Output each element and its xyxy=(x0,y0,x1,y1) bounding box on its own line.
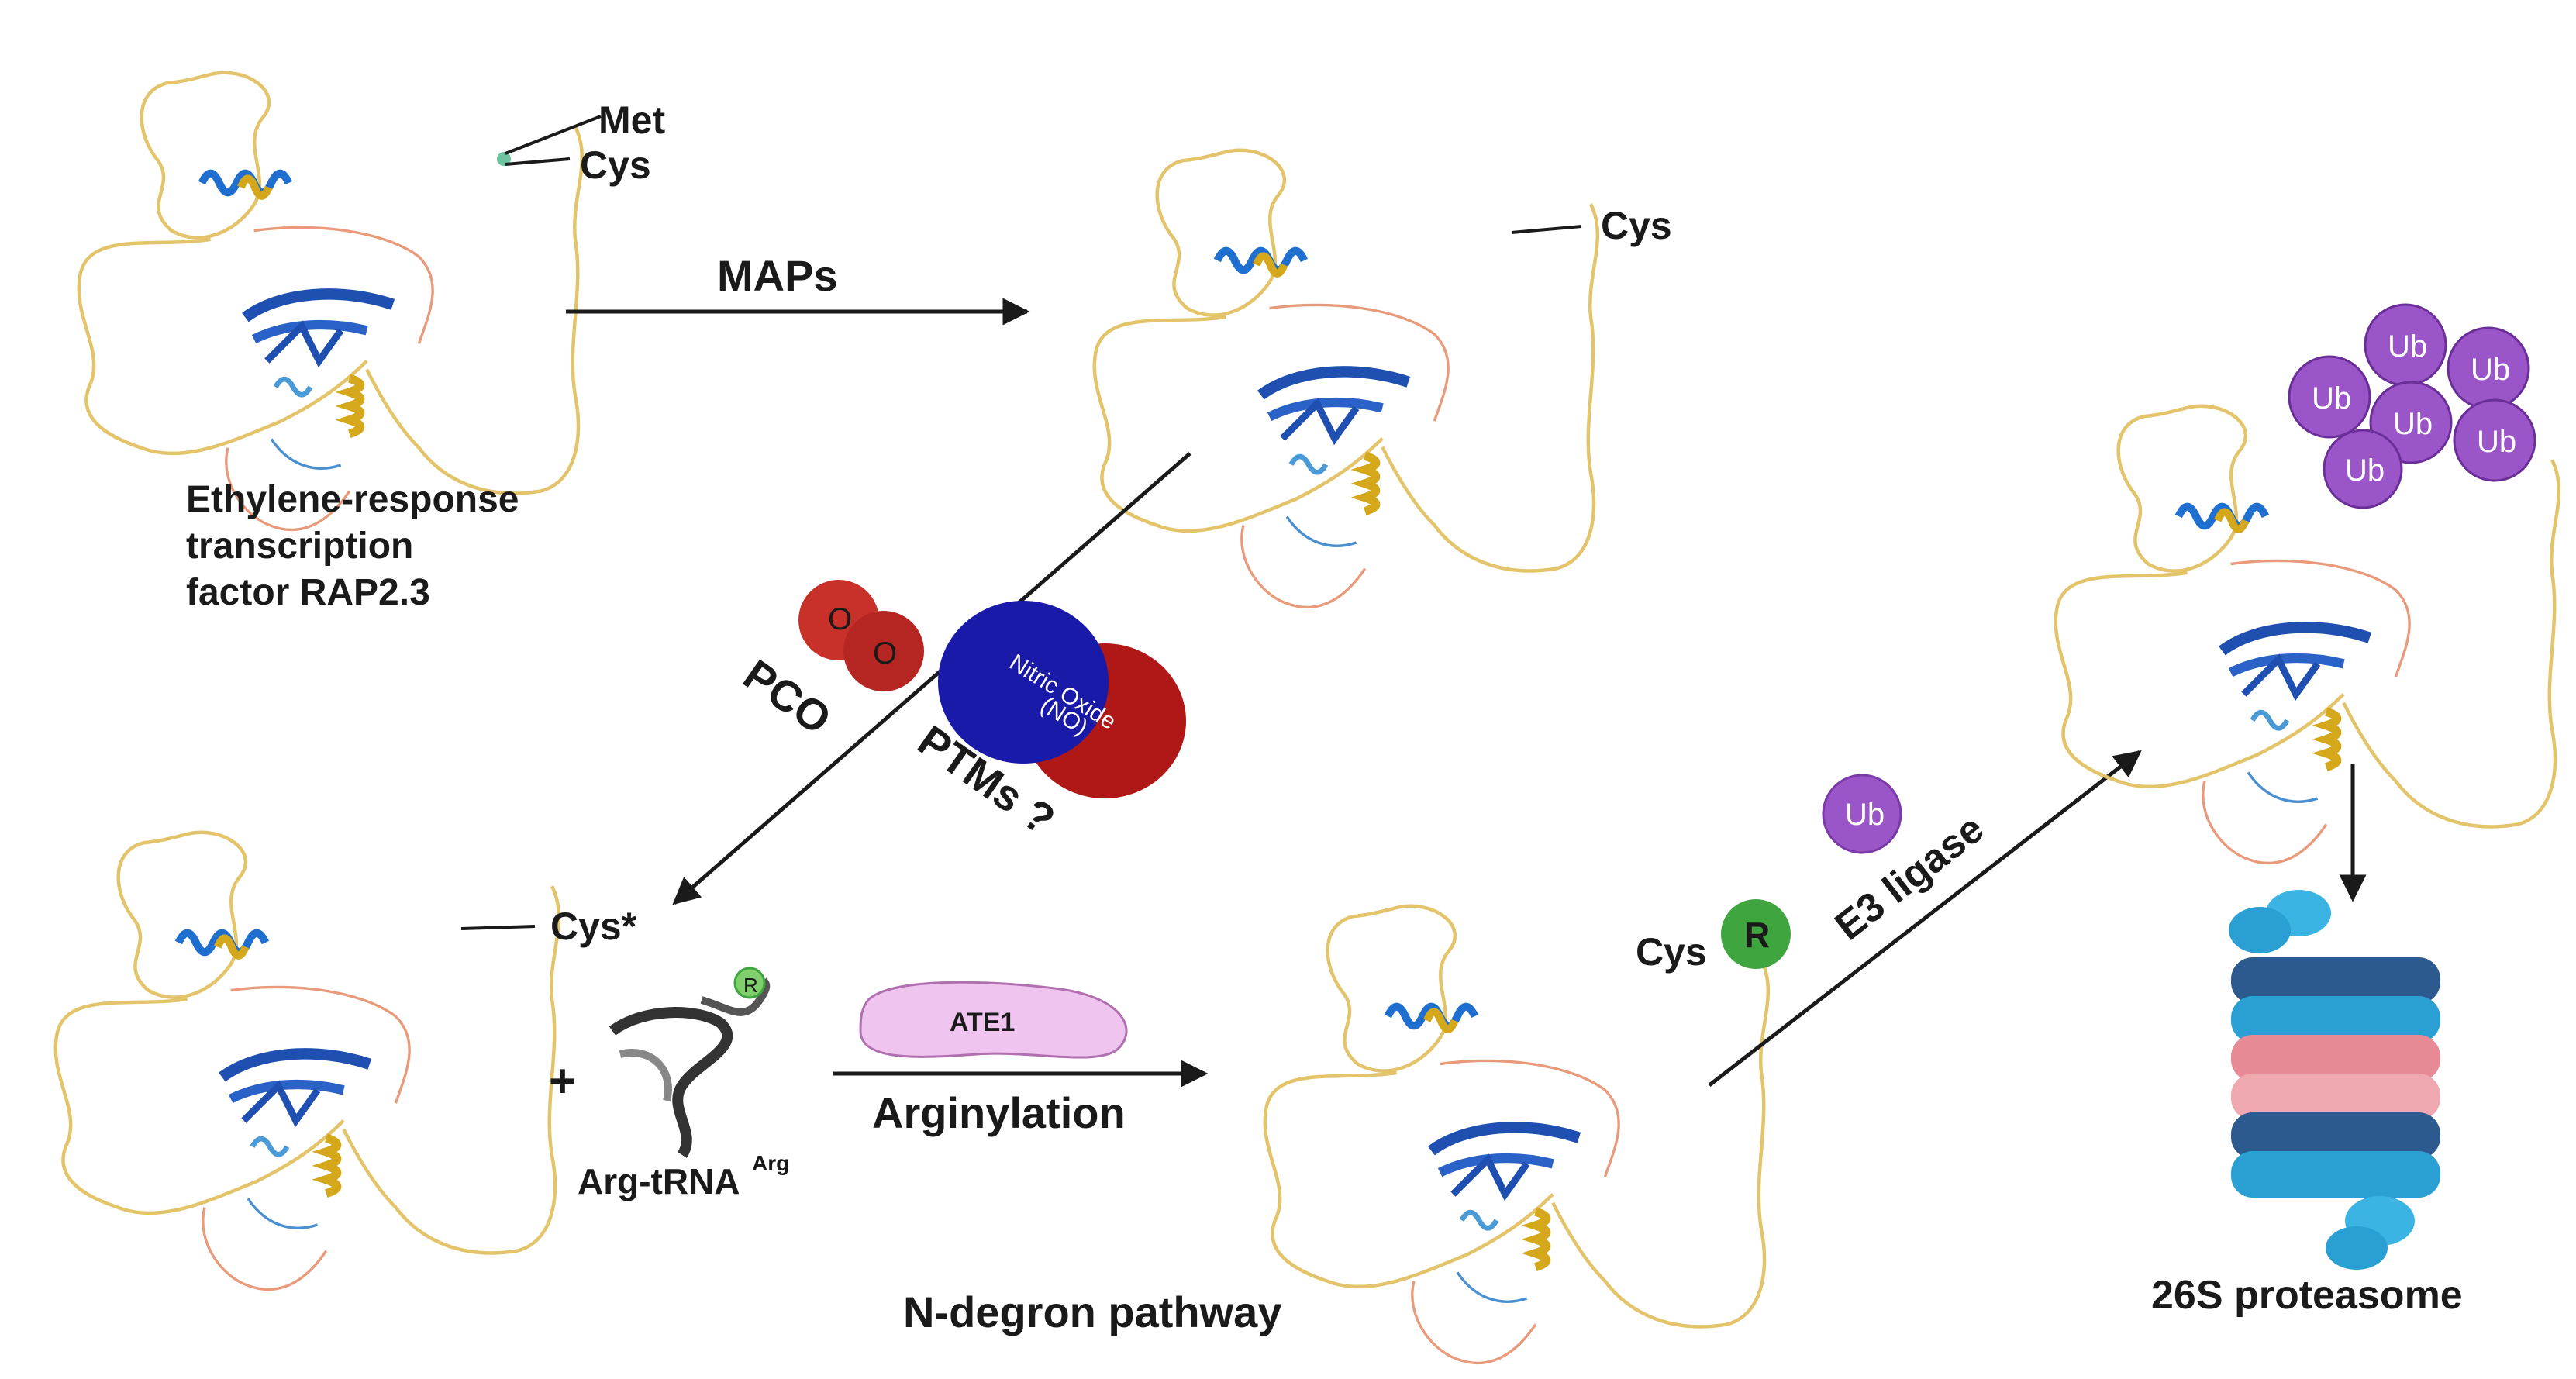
arginine-badge: R xyxy=(1721,899,1791,969)
ub-chain-3: Ub xyxy=(2288,355,2371,439)
pco-oxygen-icon: O O xyxy=(798,580,924,691)
svg-text:Ub: Ub xyxy=(2477,425,2516,459)
protein-structure-initial xyxy=(79,73,582,530)
svg-text:R: R xyxy=(743,974,758,997)
cys-r-label: Cys xyxy=(1636,930,1707,974)
ubiquitin-chain: Ub Ub Ub Ub Ub Ub xyxy=(2288,303,2536,509)
svg-text:Ub: Ub xyxy=(2345,453,2385,488)
proteasome-label: 26S proteasome xyxy=(2151,1273,2463,1318)
plus-sign: + xyxy=(549,1055,576,1107)
svg-text:Ub: Ub xyxy=(2388,329,2427,364)
ubiquitination-arrow xyxy=(1708,750,2142,1087)
nitric-oxide-icon: Nitric Oxide (NO) xyxy=(938,601,1186,798)
arg-trna-label: Arg-tRNA xyxy=(578,1161,740,1201)
ub-chain-5: Ub xyxy=(2453,398,2536,482)
proteasome-icon xyxy=(2229,890,2440,1270)
met-pointer xyxy=(505,115,602,155)
met-label: Met xyxy=(598,98,665,142)
svg-text:O: O xyxy=(873,636,897,671)
cys-after-maps-label: Cys xyxy=(1601,204,1672,247)
pco-label: PCO xyxy=(735,650,840,743)
cys-start-label: Cys xyxy=(580,143,651,187)
protein-structure-oxidized xyxy=(56,833,559,1290)
ate1-enzyme-icon: ATE1 xyxy=(859,981,1128,1059)
cys-pointer xyxy=(505,157,571,166)
svg-text:Ub: Ub xyxy=(1845,798,1885,832)
svg-text:R: R xyxy=(1744,915,1770,955)
ub-chain-2: Ub xyxy=(2447,326,2530,410)
svg-text:Ub: Ub xyxy=(2471,353,2510,387)
protein-name-line3: factor RAP2.3 xyxy=(186,572,430,613)
protein-name-line1: Ethylene-response xyxy=(186,479,519,520)
svg-text:Ub: Ub xyxy=(2312,381,2351,415)
svg-text:O: O xyxy=(828,602,852,636)
cys-after-maps-pointer xyxy=(1511,225,1582,234)
maps-label: MAPs xyxy=(717,251,838,300)
protein-name-line2: transcription xyxy=(186,526,413,567)
svg-text:ATE1: ATE1 xyxy=(950,1008,1015,1037)
arginylation-label: Arginylation xyxy=(872,1088,1126,1137)
arg-trna-icon: R xyxy=(609,967,771,1158)
ub-chain-1: Ub xyxy=(2364,303,2447,387)
arg-trna-superscript: Arg xyxy=(752,1151,789,1175)
cys-star-label: Cys* xyxy=(550,905,637,948)
protein-structure-after-maps xyxy=(1095,150,1598,608)
ubiquitin-single-icon: Ub xyxy=(1822,774,1902,854)
ub-chain-6: Ub xyxy=(2323,429,2403,509)
n-degron-pathway-label: N-degron pathway xyxy=(903,1288,1281,1336)
oxidation-arrow xyxy=(672,452,1191,905)
protein-structure-arginylated xyxy=(1265,906,1768,1363)
cys-star-pointer xyxy=(460,925,536,930)
svg-text:Ub: Ub xyxy=(2393,407,2433,441)
